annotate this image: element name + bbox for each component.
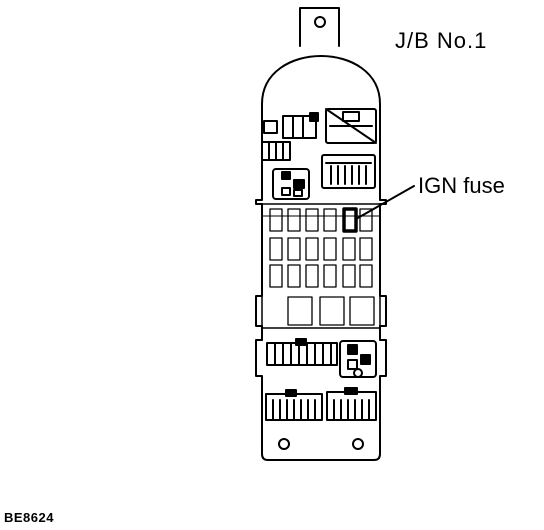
fuse-slot	[359, 208, 373, 232]
housing-outline	[255, 55, 387, 461]
upper-connector-area	[263, 108, 377, 144]
ign-fuse-label: IGN fuse	[418, 173, 505, 198]
mounting-tab-top	[299, 7, 340, 47]
fuse-slot	[287, 237, 301, 261]
fuse-slot	[269, 237, 283, 261]
fuse-slot-grid	[269, 208, 375, 326]
mounting-holes-bottom	[278, 438, 364, 450]
ign-fuse-slot	[342, 207, 358, 233]
junction-block-title: J/B No.1	[395, 28, 488, 53]
fuse-slot	[287, 264, 301, 288]
fuse-slot	[305, 237, 319, 261]
fuse-slot	[359, 264, 373, 288]
large-fuse-slot	[349, 296, 375, 326]
fuse-slot	[305, 208, 319, 232]
lower-connector-area	[266, 338, 338, 366]
figure-code: BE8624	[4, 510, 54, 525]
relay-socket-right	[339, 340, 377, 378]
fuse-slot	[269, 264, 283, 288]
fuse-slot	[287, 208, 301, 232]
fuse-slot	[342, 237, 356, 261]
upper-right-connector	[321, 154, 376, 189]
large-fuse-slot	[319, 296, 345, 326]
fuse-slot	[359, 237, 373, 261]
fuse-slot	[323, 264, 337, 288]
fuse-block	[261, 203, 381, 329]
ign-fuse-leader-line	[355, 185, 415, 220]
small-connector-left	[261, 141, 291, 161]
fuse-slot	[342, 264, 356, 288]
bottom-connectors	[265, 387, 377, 421]
fuse-slot	[323, 237, 337, 261]
fuse-slot	[269, 208, 283, 232]
relay-socket-left	[272, 168, 310, 200]
fuse-slot	[323, 208, 337, 232]
large-fuse-slot	[287, 296, 313, 326]
fuse-slot	[305, 264, 319, 288]
